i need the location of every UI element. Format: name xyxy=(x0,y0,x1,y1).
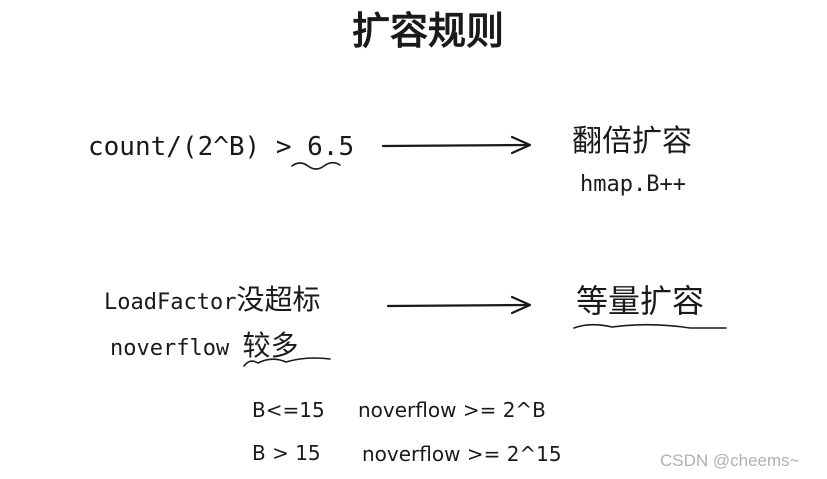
threshold-condition-1: B<=15 xyxy=(252,398,325,422)
threshold-value-2: noverflow >= 2^15 xyxy=(362,442,562,466)
arrow-to-equal xyxy=(386,295,532,315)
noverflow-condition: noverflow 较多 xyxy=(110,332,298,360)
threshold-condition-2: B > 15 xyxy=(252,441,321,465)
diagram-title: 扩容规则 xyxy=(352,8,505,53)
arrow-to-double xyxy=(381,135,532,155)
noverflow-text: noverflow xyxy=(110,336,243,361)
loadfactor-text: LoadFactor xyxy=(104,290,237,315)
double-condition: count/(2^B) > 6.5 xyxy=(88,132,355,162)
not-exceeded-text: 没超标 xyxy=(236,283,321,316)
double-expansion-label: 翻倍扩容 xyxy=(572,124,692,159)
loadfactor-condition: LoadFactor没超标 xyxy=(104,286,320,314)
watermark: CSDN @cheems~ xyxy=(660,451,800,470)
threshold-value-1: noverflow >= 2^B xyxy=(358,398,546,422)
hmap-b-increment: hmap.B++ xyxy=(580,172,686,197)
squiggle-underline-6-5 xyxy=(291,161,341,170)
many-text: 较多 xyxy=(242,329,299,362)
underline-equal-expansion xyxy=(573,323,727,329)
equal-expansion-label: 等量扩容 xyxy=(576,282,705,320)
